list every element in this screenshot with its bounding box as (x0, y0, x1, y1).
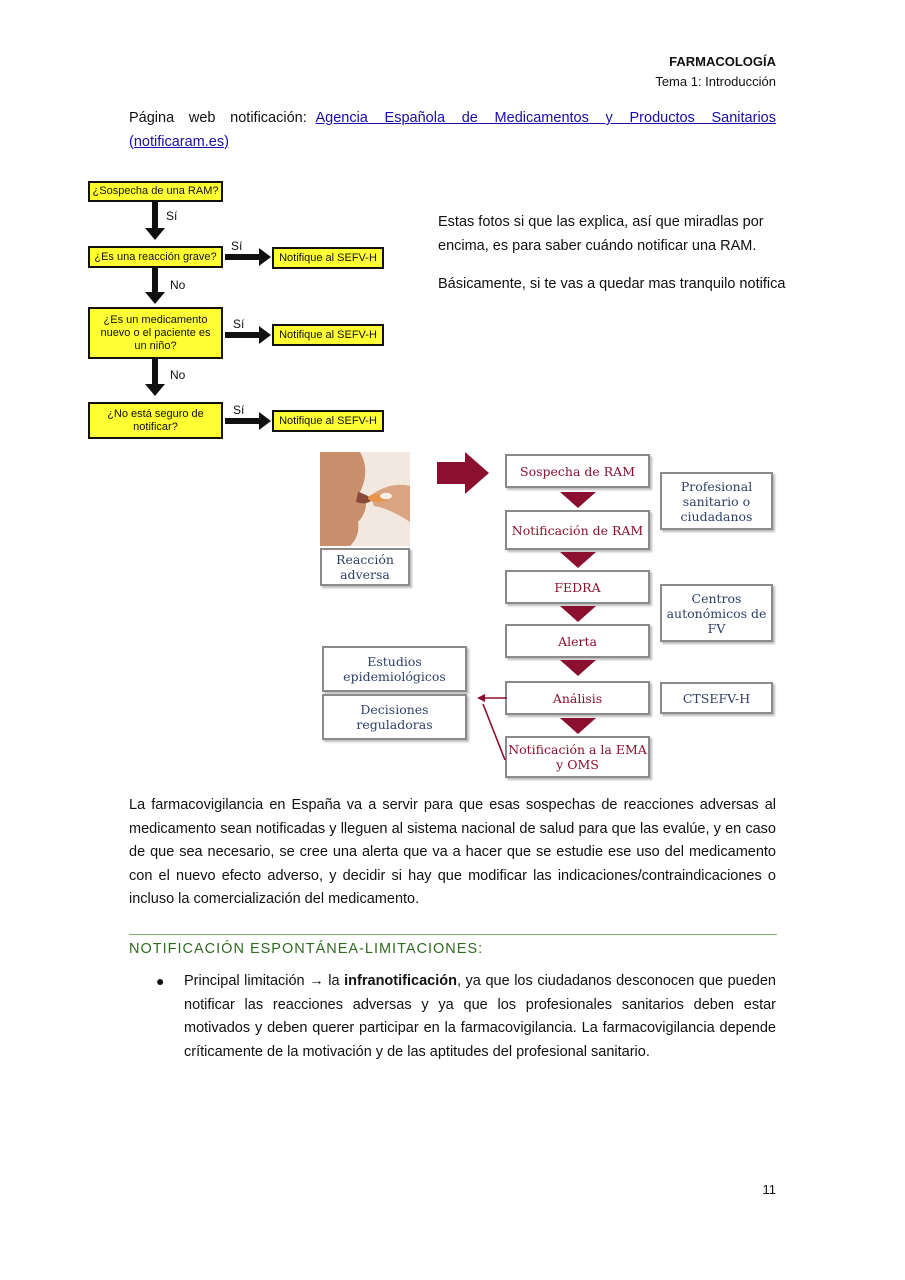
arrow-right-icon (225, 326, 271, 344)
step-suspect-ram: Sospecha de RAM (505, 454, 650, 488)
person-taking-pill-image (320, 452, 410, 546)
section-divider (129, 934, 777, 935)
step-analysis: Análisis (505, 681, 650, 715)
bullet-bold-term: infranotificación (344, 973, 457, 989)
side-note-2: Básicamente, si te vas a quedar mas tran… (438, 276, 786, 292)
question-serious-reaction: ¿Es una reacción grave? (88, 246, 223, 268)
box-ctsefv-h: CTSEFV-H (660, 682, 773, 714)
arrow-down-icon (560, 492, 596, 508)
bullet-lead: Principal limitación (184, 973, 305, 989)
box-professional-or-citizen: Profesional sanitario o ciudadanos (660, 472, 773, 530)
step-fedra: FEDRA (505, 570, 650, 604)
bullet-rest: , ya que los ciudadanos desconocen que p… (184, 973, 776, 1060)
arrow-down-icon (560, 718, 596, 734)
arrow-down-icon (145, 268, 165, 304)
arrow-right-icon (225, 248, 271, 266)
question-new-drug-or-child: ¿Es un medicamento nuevo o el paciente e… (88, 307, 223, 359)
label-yes: Sí (233, 317, 245, 331)
step-notify-ema-oms: Notificación a la EMA y OMS (505, 736, 650, 778)
label-yes: Sí (233, 403, 245, 417)
arrow-left-icon (477, 694, 507, 761)
arrow-down-icon (145, 202, 165, 240)
header-topic: Tema 1: Introducción (655, 74, 776, 89)
action-notify-sefvh: Notifique al SEFV-H (272, 247, 384, 269)
side-note-1: Estas fotos si que las explica, así que … (438, 214, 764, 254)
section-title: NOTIFICACIÓN ESPONTÁNEA-LIMITACIONES: (129, 941, 484, 957)
bullet-icon: ● (156, 973, 165, 989)
action-notify-sefvh: Notifique al SEFV-H (272, 324, 384, 346)
box-epidemiological-studies: Estudios epidemiológicos (322, 646, 467, 692)
question-not-sure: ¿No está seguro de notificar? (88, 402, 223, 439)
action-notify-sefvh: Notifique al SEFV-H (272, 410, 384, 432)
aemps-link[interactable]: Agencia Española de Medicamentos y Produ… (129, 110, 776, 150)
bullet-text: Principal limitación → la infranotificac… (184, 970, 776, 1064)
arrow-down-icon (560, 552, 596, 568)
arrow-right-icon (437, 452, 489, 494)
header-subject: FARMACOLOGÍA (669, 54, 776, 69)
arrow-right-icon (225, 412, 271, 430)
label-yes: Sí (166, 209, 178, 223)
caption-adverse-reaction: Reacción adversa (320, 548, 410, 586)
step-ram-notification: Notificación de RAM (505, 510, 650, 550)
box-regulatory-decisions: Decisiones reguladoras (322, 694, 467, 740)
ram-decision-flowchart: ¿Sospecha de una RAM? Sí ¿Es una reacció… (88, 181, 388, 441)
arrow-icon: → (309, 973, 324, 989)
label-no: No (170, 368, 186, 382)
intro-label: Página web notificación: (129, 110, 307, 126)
question-suspect-ram: ¿Sospecha de una RAM? (88, 181, 223, 202)
intro-paragraph: Página web notificación: Agencia Español… (129, 107, 776, 154)
ram-process-flowchart: Reacción adversa Sospecha de RAM Notific… (320, 452, 780, 782)
arrow-down-icon (145, 359, 165, 396)
arrow-down-icon (560, 606, 596, 622)
body-paragraph: La farmacovigilancia en España va a serv… (129, 797, 776, 907)
box-regional-centres: Centros autonómicos de FV (660, 584, 773, 642)
label-no: No (170, 278, 186, 292)
step-alert: Alerta (505, 624, 650, 658)
arrow-down-icon (560, 660, 596, 676)
label-yes: Sí (231, 239, 243, 253)
page-number: 11 (762, 1182, 777, 1197)
bullet-pre: la (328, 973, 340, 989)
